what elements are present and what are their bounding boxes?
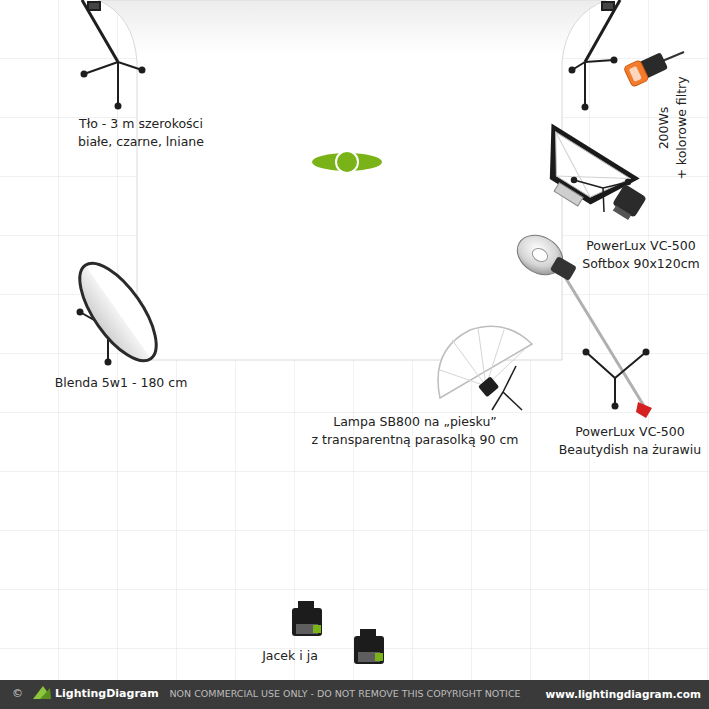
backdrop-paper-part xyxy=(98,0,606,360)
reflector-label: Blenda 5w1 - 180 cm xyxy=(55,374,188,392)
umbrella-flash-part xyxy=(438,326,532,398)
reflector-5in1-part xyxy=(66,252,171,373)
backdrop-stand-left-part xyxy=(117,62,119,106)
beautydish-label: PowerLux VC-500Beautydish na żurawiu xyxy=(559,423,701,459)
reflector-5in1 xyxy=(66,252,171,373)
camera-1-part xyxy=(313,625,321,633)
backdrop-stand-right xyxy=(570,0,621,110)
footer-bar-part xyxy=(0,680,709,709)
umbrella-label: Lampa SB800 na „piesku”z transparentną p… xyxy=(311,413,518,449)
beautydish-boom xyxy=(510,227,652,418)
copyright-notice: NON COMMERCIAL USE ONLY - DO NOT REMOVE … xyxy=(169,686,520,702)
reflector-5in1-part-part xyxy=(106,360,111,365)
softbox-part-part xyxy=(554,183,583,206)
backdrop-stand-right-part xyxy=(602,2,614,10)
small-flash-200ws-part xyxy=(623,50,669,87)
beautydish-boom-part-part xyxy=(550,256,577,281)
softbox-part-part xyxy=(626,180,631,185)
backdrop-stand-right-part xyxy=(585,60,614,62)
softbox-part-part xyxy=(613,205,631,220)
beautydish-boom-part xyxy=(636,402,652,418)
backdrop-stand-left-part xyxy=(88,2,100,10)
subject-model xyxy=(312,151,382,173)
beautydish-boom-part-part xyxy=(584,350,589,355)
beautydish-boom-part xyxy=(584,350,649,409)
softbox-part-part xyxy=(536,132,610,197)
beautydish-boom-part xyxy=(510,227,582,289)
backdrop-stand-left-part xyxy=(118,62,142,70)
umbrella-flash-part-part xyxy=(492,392,503,410)
photographer-label: Jacek i ja xyxy=(262,647,318,665)
softbox-part xyxy=(522,123,640,226)
umbrella-flash-part xyxy=(478,376,499,397)
backdrop-paper xyxy=(98,0,606,360)
copyright-sign: © xyxy=(12,686,23,702)
subject-model-part xyxy=(336,151,358,173)
umbrella-flash-part-part xyxy=(503,392,522,410)
umbrella-flash-part-part xyxy=(503,366,516,392)
footer-bar xyxy=(0,680,709,709)
beautydish-boom-part-part xyxy=(586,352,615,378)
backdrop-stand-left-part xyxy=(82,0,118,62)
softbox-part-part xyxy=(603,188,604,212)
camera-1 xyxy=(292,601,322,636)
softbox-part xyxy=(572,178,631,213)
backdrop-stand-right-part xyxy=(612,58,617,63)
backdrop-stand-left xyxy=(82,0,145,109)
camera-2 xyxy=(354,629,384,664)
umbrella-flash-part-part xyxy=(478,376,499,397)
footer-bar-part xyxy=(40,688,51,699)
beautydish-boom-part-part xyxy=(615,352,646,378)
beautydish-boom-part-part xyxy=(614,378,616,406)
softbox-label: PowerLux VC-500Softbox 90x120cm xyxy=(582,237,699,273)
backdrop-stand-right-part xyxy=(585,0,620,62)
backdrop-stand-left-part xyxy=(140,68,145,73)
backdrop-stand-right-part xyxy=(570,68,575,73)
camera-2-part xyxy=(354,636,384,664)
camera-2-part xyxy=(360,629,376,637)
logo-text: LightingDiagram xyxy=(55,686,159,702)
softbox-part xyxy=(609,184,646,222)
flash-label: 200Ws+ kolorowe filtry xyxy=(655,76,691,179)
small-flash-200ws-part-part xyxy=(629,66,642,82)
website-url: www.lightingdiagram.com xyxy=(545,686,701,702)
camera-1-part xyxy=(292,608,322,636)
grid-background-part xyxy=(0,0,709,680)
backdrop-stand-left-part xyxy=(82,72,87,77)
softbox-part-part xyxy=(574,180,603,188)
umbrella-flash xyxy=(438,326,532,410)
small-flash-200ws-part-part xyxy=(623,60,649,88)
backdrop-label: Tło - 3 m szerokościbiałe, czarne, lnian… xyxy=(78,115,204,151)
beautydish-boom-part-part xyxy=(613,404,618,409)
backdrop-stand-left-part xyxy=(84,62,118,74)
umbrella-flash-part xyxy=(440,328,526,386)
backdrop-stand-right-part xyxy=(584,62,586,107)
beautydish-boom-part-part xyxy=(530,246,550,264)
beautydish-boom-part-part xyxy=(644,350,649,355)
camera-2-part xyxy=(375,653,383,661)
beautydish-boom-part xyxy=(562,272,644,406)
reflector-5in1-part-part xyxy=(78,310,83,315)
softbox-part-part xyxy=(572,178,577,183)
softbox xyxy=(522,123,647,226)
softbox-part-part xyxy=(603,182,628,188)
camera-1-part xyxy=(298,601,314,609)
backdrop-stand-right-part xyxy=(583,105,588,110)
backdrop-stand-left-part xyxy=(116,104,121,109)
